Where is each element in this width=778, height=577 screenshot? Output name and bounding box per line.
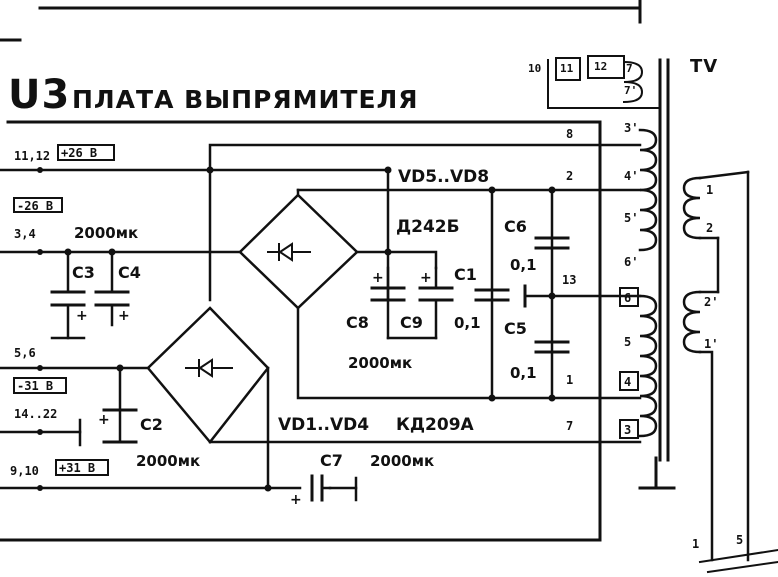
- tv-pin-r2: 2: [706, 221, 713, 235]
- tv-pin-12: 12: [594, 60, 607, 73]
- c9-label: C9: [400, 313, 423, 332]
- board-pin-8: 8: [566, 127, 573, 141]
- vd5-vd8-part: Д242Б: [396, 217, 460, 237]
- capacitor-c5: [534, 340, 570, 354]
- c6-label: C6: [504, 217, 527, 236]
- tv-pin-6: 6: [624, 291, 631, 305]
- svg-text:+31 В: +31 В: [59, 461, 95, 475]
- transformer-label: TV: [690, 56, 718, 77]
- tv-pin-3p: 3': [624, 121, 638, 135]
- vd1-vd4-label: VD1..VD4: [278, 415, 369, 435]
- tv-pin-r1: 1: [706, 183, 713, 197]
- c8-plus: +: [372, 270, 384, 286]
- diode-bridge-vd5-vd8: [238, 193, 359, 310]
- svg-text:+26 В: +26 В: [61, 146, 97, 160]
- tv-pin-7: 7: [626, 62, 633, 75]
- board-pin-2: 2: [566, 169, 573, 183]
- board-pin-13: 13: [562, 273, 576, 287]
- svg-text:-31 В: -31 В: [17, 379, 53, 393]
- tv-pin-r1p: 1': [704, 337, 718, 351]
- c8-label: C8: [346, 313, 369, 332]
- svg-text:14..22: 14..22: [14, 407, 57, 421]
- c2-value: 2000мк: [136, 452, 200, 470]
- tv-pin-3: 3: [624, 423, 631, 437]
- diode-bridge-vd1-vd4: [146, 306, 270, 444]
- svg-text:11,12: 11,12: [14, 149, 50, 163]
- capacitor-c8: [370, 286, 406, 340]
- capacitor-c1: [474, 288, 510, 302]
- tv-bottom-pin-1: 1: [692, 537, 699, 551]
- tv-pin-7p: 7': [624, 84, 637, 97]
- c7-label: C7: [320, 451, 343, 470]
- svg-text:5,6: 5,6: [14, 346, 36, 360]
- capacitor-c2: [102, 408, 138, 444]
- c3-c4-value: 2000мк: [74, 224, 138, 242]
- c3-plus: +: [76, 308, 88, 324]
- c8-c9-value: 2000мк: [348, 354, 412, 372]
- svg-text:3,4: 3,4: [14, 227, 36, 241]
- tv-pin-5: 5: [624, 335, 631, 349]
- svg-text:9,10: 9,10: [10, 464, 39, 478]
- junction-dots: [37, 166, 556, 492]
- tv-pin-11: 11: [560, 62, 574, 75]
- capacitor-c4: [94, 290, 130, 307]
- c3-label: C3: [72, 263, 95, 282]
- board-outline: [0, 120, 602, 542]
- c5-value: 0,1: [510, 364, 537, 382]
- capacitor-c6: [534, 236, 570, 250]
- vd1-vd4-part: КД209А: [396, 415, 475, 435]
- tv-pin-4: 4: [624, 375, 631, 389]
- c6-value: 0,1: [510, 256, 537, 274]
- c2-plus: +: [98, 412, 110, 428]
- board-pin-7: 7: [566, 419, 573, 433]
- c4-label: C4: [118, 263, 141, 282]
- tv-pin-4p: 4': [624, 169, 638, 183]
- board-pin-1: 1: [566, 373, 573, 387]
- transformer-tv: [547, 55, 778, 574]
- c7-value: 2000мк: [370, 452, 434, 470]
- c1-value: 0,1: [454, 314, 481, 332]
- wires: [0, 143, 642, 502]
- c2-label: C2: [140, 415, 163, 434]
- connector-14-22: 14..22: [14, 407, 57, 421]
- tv-bottom-pin-5: 5: [736, 533, 743, 547]
- connector-11-12: 11,12 +26 В: [14, 144, 115, 163]
- c9-plus: +: [420, 270, 432, 286]
- c5-label: C5: [504, 319, 527, 338]
- capacitor-c7: [310, 474, 332, 502]
- tv-pin-r2p: 2': [704, 295, 718, 309]
- c1-label: C1: [454, 265, 477, 284]
- c7-plus: +: [290, 492, 302, 508]
- capacitor-c3: [50, 290, 86, 307]
- board-title: ПЛАТА ВЫПРЯМИТЕЛЯ: [72, 85, 419, 114]
- c4-plus: +: [118, 308, 130, 324]
- capacitor-c9: [418, 266, 454, 340]
- connector-9-10: 9,10 +31 В: [10, 459, 109, 478]
- svg-text:-26 В: -26 В: [17, 199, 53, 213]
- board-id: U3: [8, 72, 70, 118]
- tv-pin-6p: 6': [624, 255, 638, 269]
- connector-5-6: 5,6 -31 В: [13, 346, 67, 394]
- connector-3-4: -26 В 3,4: [13, 197, 63, 241]
- tv-pin-10: 10: [528, 62, 541, 75]
- tv-pin-5p: 5': [624, 211, 638, 225]
- upper-board-fragment: [0, 0, 642, 42]
- vd5-vd8-label: VD5..VD8: [398, 167, 489, 187]
